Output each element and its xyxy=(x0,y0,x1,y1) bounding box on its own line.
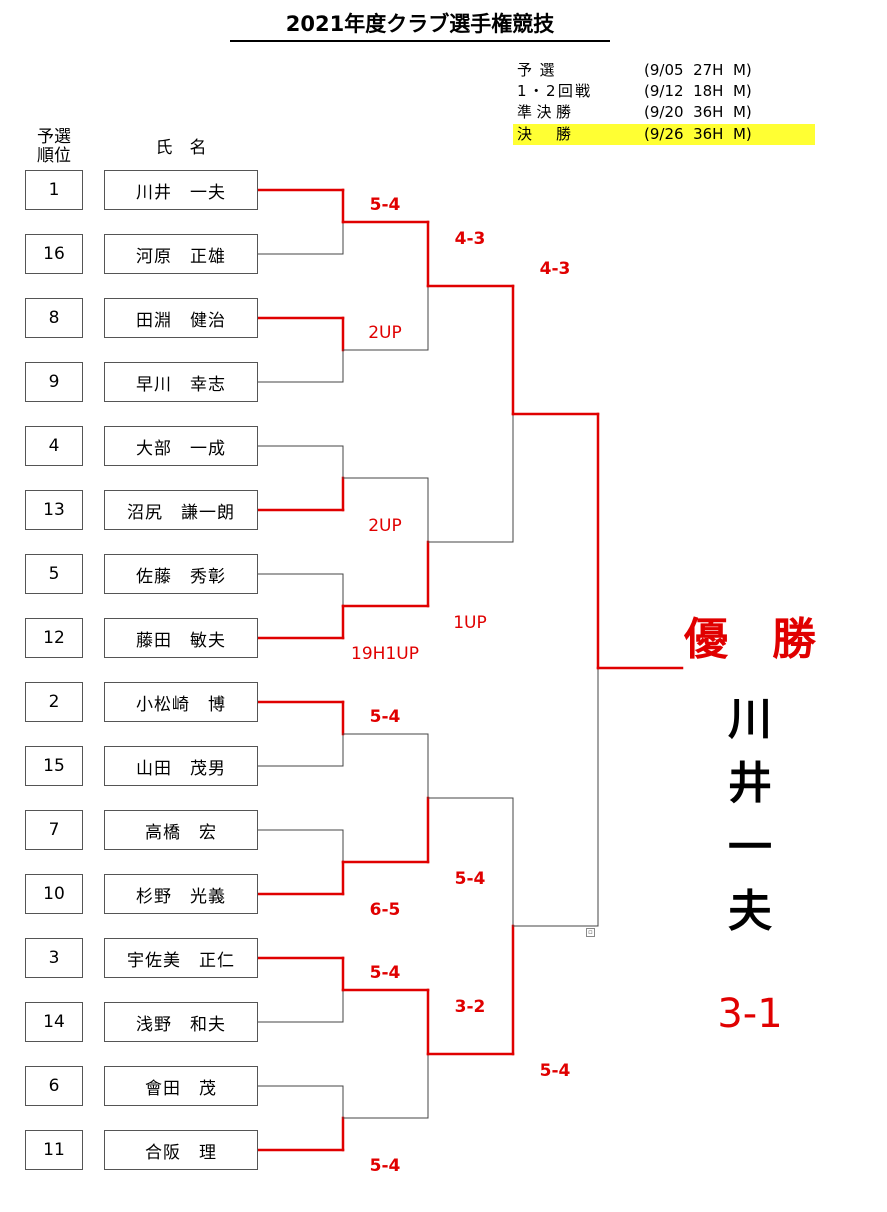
match-score: 2UP xyxy=(368,516,402,536)
match-score: 5-4 xyxy=(369,707,401,727)
match-score: 19H1UP xyxy=(351,644,419,664)
seed-rank-box: 7 xyxy=(25,810,83,850)
match-score: 5-4 xyxy=(454,869,486,889)
schedule-label: 予選 xyxy=(517,61,563,79)
schedule-date: (9/20 36H M) xyxy=(644,103,752,121)
match-score: 4-3 xyxy=(454,229,486,249)
champion-name: 川 井 一 夫 xyxy=(728,694,772,937)
champion-heading: 優 勝 xyxy=(684,614,816,665)
player-name-box: 山田 茂男 xyxy=(104,746,258,786)
player-name-box: 田淵 健治 xyxy=(104,298,258,338)
seed-rank-box: 3 xyxy=(25,938,83,978)
schedule-row-qualifier: 予選 (9/05 27H M) xyxy=(513,60,815,81)
player-name-box: 沼尻 謙一朗 xyxy=(104,490,258,530)
schedule-row-round12: 1・2回戦 (9/12 18H M) xyxy=(513,81,815,102)
seed-rank-box: 8 xyxy=(25,298,83,338)
player-name-box: 宇佐美 正仁 xyxy=(104,938,258,978)
player-name-box: 合阪 理 xyxy=(104,1130,258,1170)
seed-rank-box: 13 xyxy=(25,490,83,530)
match-score: 5-4 xyxy=(369,1156,401,1176)
schedule-date: (9/26 36H M) xyxy=(644,125,752,143)
champion-final-score: 3-1 xyxy=(717,991,783,1037)
player-name-box: 佐藤 秀彰 xyxy=(104,554,258,594)
player-name-box: 會田 茂 xyxy=(104,1066,258,1106)
match-score: 4-3 xyxy=(539,259,571,279)
comment-marker-icon: ▫ xyxy=(586,928,595,937)
player-name-box: 早川 幸志 xyxy=(104,362,258,402)
seed-rank-box: 15 xyxy=(25,746,83,786)
schedule-row-semifinal: 準決勝 (9/20 36H M) xyxy=(513,102,815,123)
seed-column-header: 予選 順位 xyxy=(37,127,71,166)
player-name-box: 高橋 宏 xyxy=(104,810,258,850)
name-column-header: 氏 名 xyxy=(155,138,207,158)
match-score: 1UP xyxy=(453,613,487,633)
schedule-row-final: 決勝 (9/26 36H M) xyxy=(513,124,815,145)
match-score: 6-5 xyxy=(369,900,401,920)
player-name-box: 小松崎 博 xyxy=(104,682,258,722)
seed-rank-box: 16 xyxy=(25,234,83,274)
match-score: 2UP xyxy=(368,323,402,343)
match-score: 5-4 xyxy=(539,1061,571,1081)
seed-rank-box: 12 xyxy=(25,618,83,658)
seed-rank-box: 14 xyxy=(25,1002,83,1042)
player-name-box: 杉野 光義 xyxy=(104,874,258,914)
match-score: 3-2 xyxy=(454,997,486,1017)
seed-rank-box: 4 xyxy=(25,426,83,466)
seed-rank-box: 11 xyxy=(25,1130,83,1170)
player-name-box: 川井 一夫 xyxy=(104,170,258,210)
schedule-label: 1・2回戦 xyxy=(517,82,593,100)
seed-rank-box: 6 xyxy=(25,1066,83,1106)
seed-rank-box: 9 xyxy=(25,362,83,402)
player-name-box: 河原 正雄 xyxy=(104,234,258,274)
seed-rank-box: 10 xyxy=(25,874,83,914)
seed-rank-box: 5 xyxy=(25,554,83,594)
seed-rank-box: 2 xyxy=(25,682,83,722)
match-score: 5-4 xyxy=(369,963,401,983)
schedule-date: (9/12 18H M) xyxy=(644,82,752,100)
page-title: 2021年度クラブ選手権競技 xyxy=(230,8,610,42)
player-name-box: 藤田 敏夫 xyxy=(104,618,258,658)
match-score: 5-4 xyxy=(369,195,401,215)
player-name-box: 大部 一成 xyxy=(104,426,258,466)
seed-rank-box: 1 xyxy=(25,170,83,210)
schedule-date: (9/05 27H M) xyxy=(644,61,752,79)
schedule-label: 決勝 xyxy=(517,125,596,143)
schedule-label: 準決勝 xyxy=(517,103,576,121)
player-name-box: 浅野 和夫 xyxy=(104,1002,258,1042)
